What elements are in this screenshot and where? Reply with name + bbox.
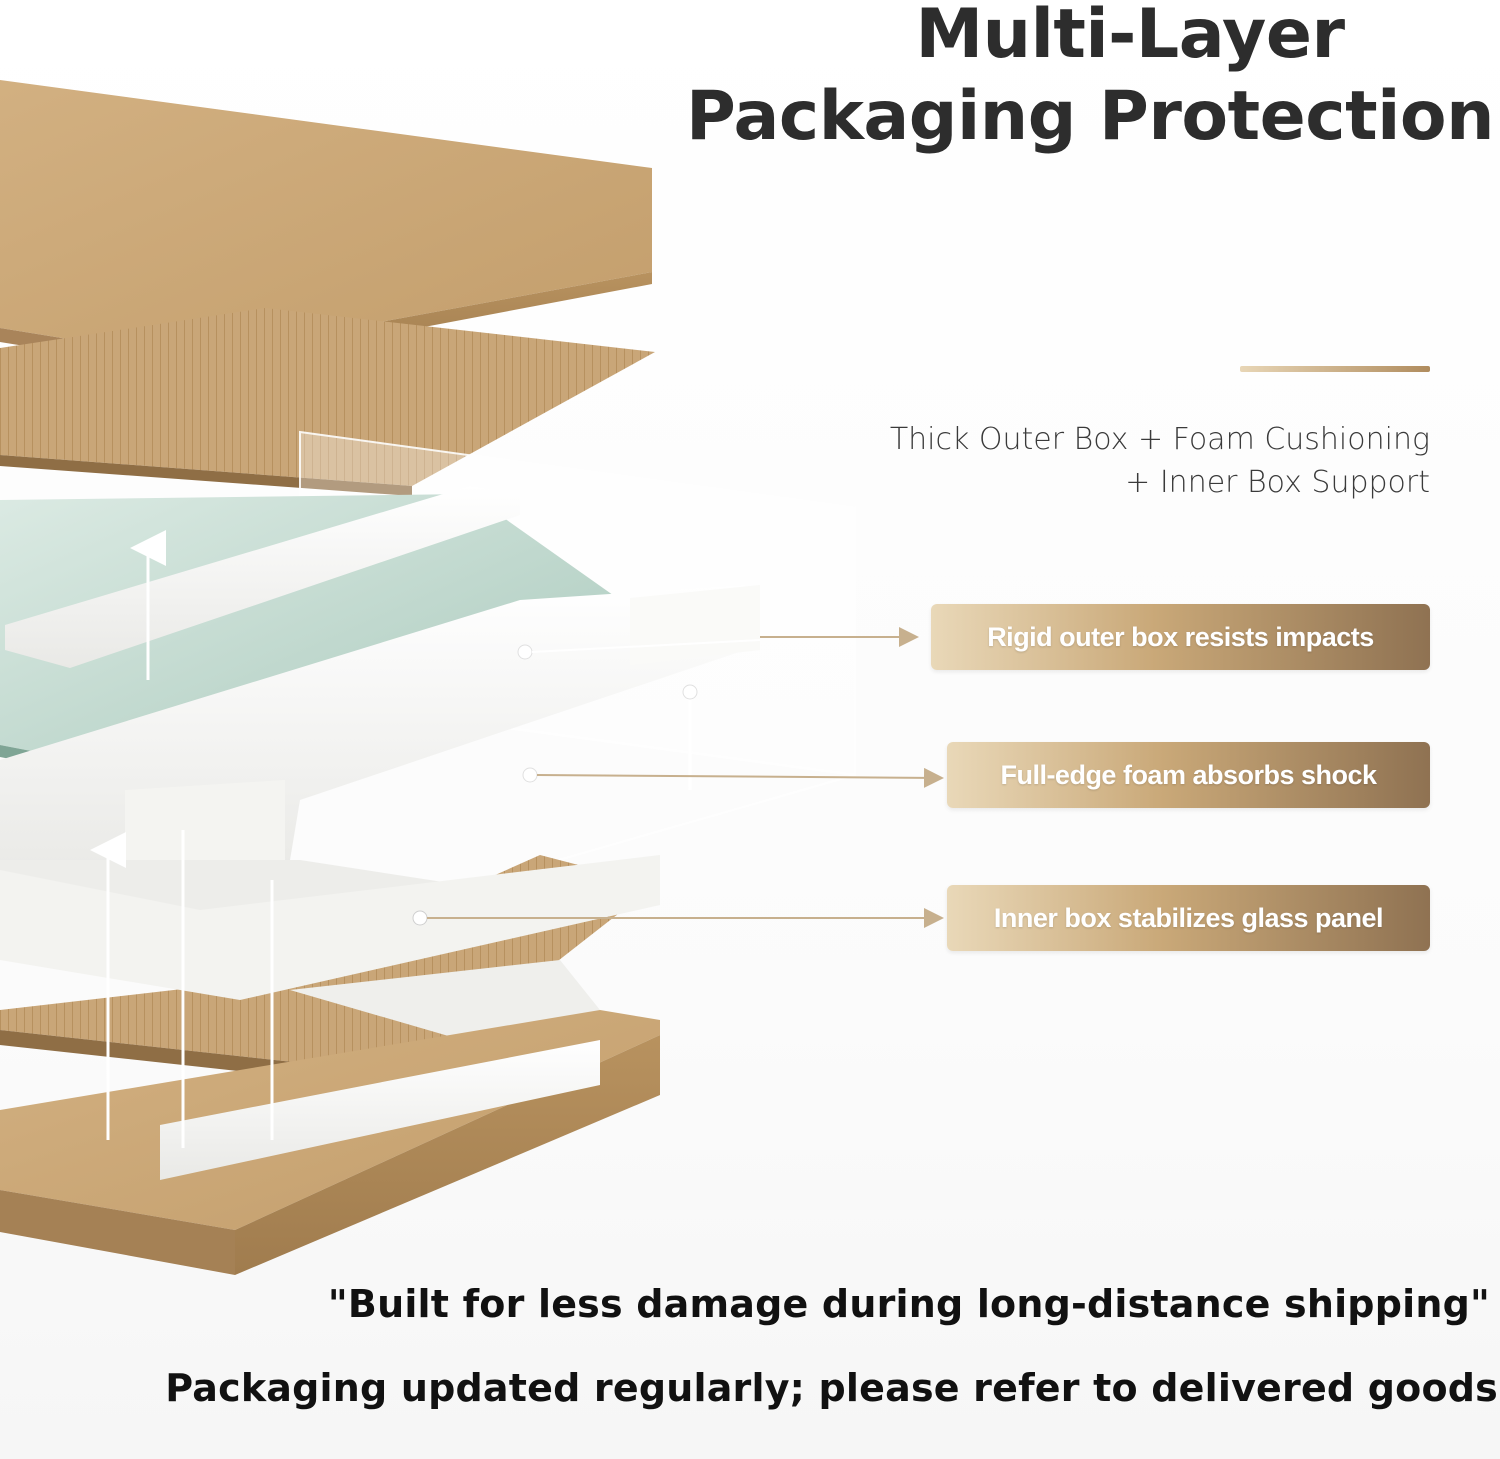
packaging-disclaimer: Packaging updated regularly; please refe… [165, 1366, 1498, 1410]
callout-label: Inner box stabilizes glass panel [993, 902, 1384, 933]
callout-foam: Full-edge foam absorbs shock [947, 742, 1430, 808]
callout-inner-box: Inner box stabilizes glass panel [947, 885, 1430, 951]
subtitle-line-1: Thick Outer Box + Foam Cushioning [889, 422, 1430, 457]
corrugated-sheet-top [0, 308, 655, 496]
outer-box-tray [0, 1010, 660, 1275]
title-line-1: Multi-Layer [915, 0, 1345, 74]
shipping-quote: "Built for less damage during long-dista… [327, 1282, 1490, 1326]
title-line-2: Packaging Protection [685, 77, 1495, 156]
subtitle-line-2: + Inner Box Support [1125, 465, 1430, 500]
subtitle: Thick Outer Box + Foam Cushioning + Inne… [890, 418, 1430, 504]
callout-pointers [412, 627, 944, 928]
callout-label: Rigid outer box resists impacts [987, 621, 1374, 652]
callout-label: Full-edge foam absorbs shock [1000, 759, 1377, 790]
assembly-arrows [90, 530, 692, 1148]
page-title: Multi-Layer Packaging Protection [680, 0, 1500, 158]
gold-divider [1240, 366, 1430, 372]
callout-outer-box: Rigid outer box resists impacts [931, 604, 1430, 670]
